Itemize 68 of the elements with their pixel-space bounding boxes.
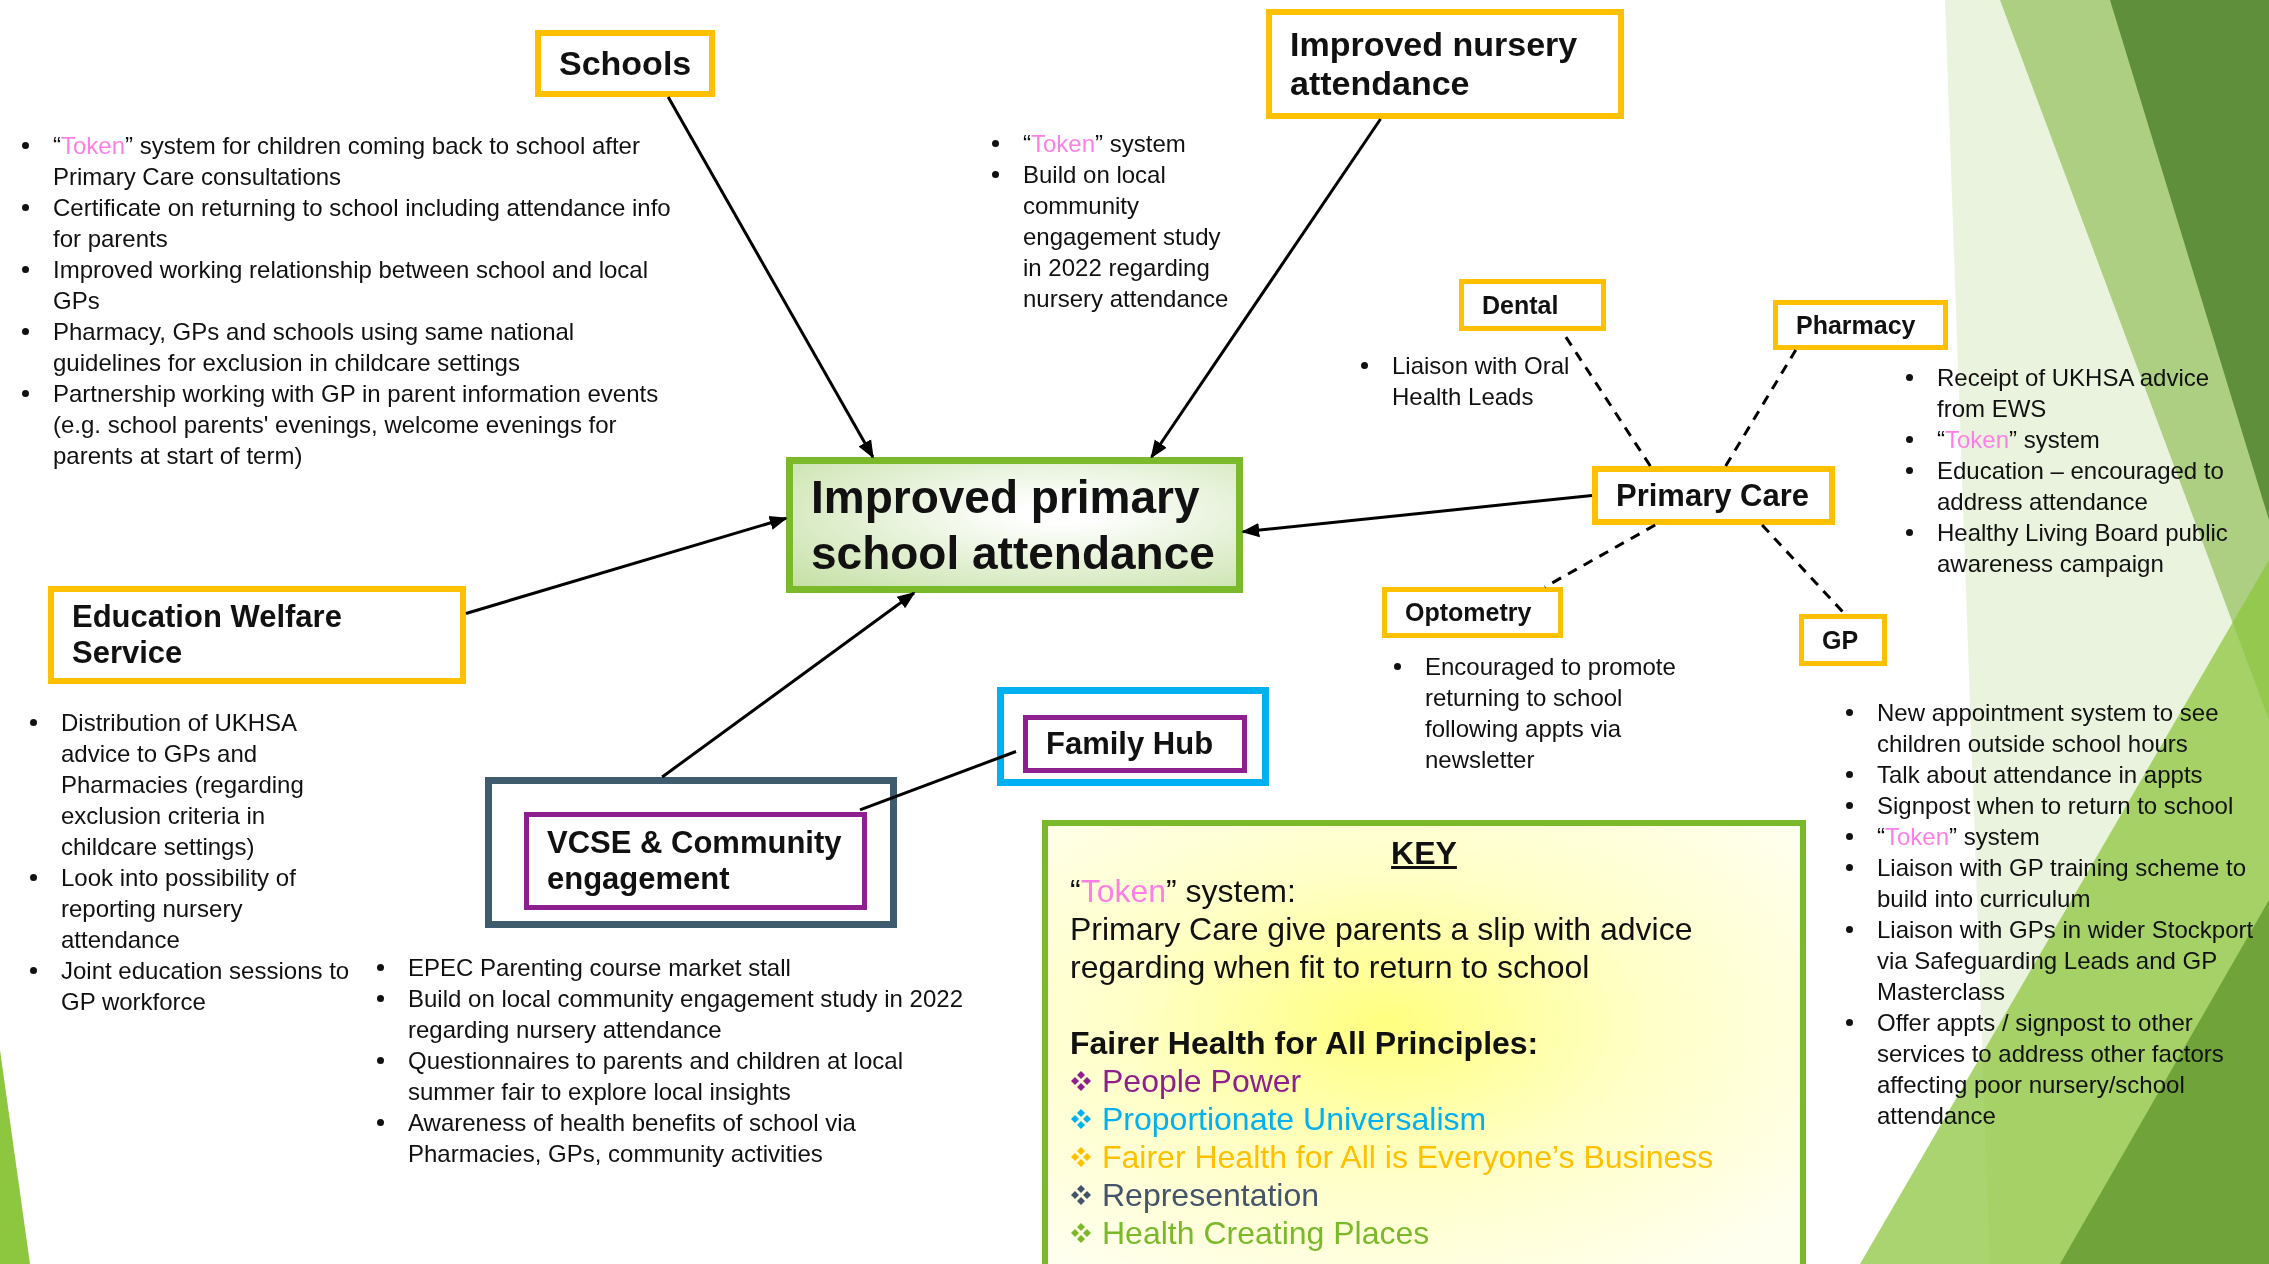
bullet-text: Certificate on returning to school including attendance info for parents <box>53 193 672 254</box>
process-box <box>1459 279 1606 331</box>
arrow <box>661 591 916 779</box>
key-text: Primary Care give parents a slip with advice regarding when fit to return to school <box>1070 910 1694 986</box>
node-label: Family Hub <box>1046 726 1214 762</box>
bullet-text: Receipt of UKHSA advice from EWS <box>1937 363 2211 424</box>
connector-line <box>1724 349 1798 467</box>
node-label: Improved primary school attendance <box>811 470 1216 581</box>
node-label: GP <box>1822 625 1859 655</box>
process-box <box>1773 300 1948 350</box>
group-box <box>485 777 897 928</box>
node-label: Improved nursery attendance <box>1290 25 1579 103</box>
legend-text: Health Creating Places <box>1102 1214 1430 1252</box>
bullet-text: Joint education sessions to GP workforce <box>61 956 351 1017</box>
node-label: Education Welfare Service <box>72 599 343 671</box>
process-box <box>1382 587 1563 638</box>
bullet-text: Pharmacy, GPs and schools using same national guidelines for exclusion in childcare settings <box>53 317 576 378</box>
bullet-text: Liaison with GPs in wider Stockport via Safeguarding Leads and GP Masterclass <box>1877 915 2255 1007</box>
arrow <box>666 96 875 459</box>
arrow <box>1241 494 1593 538</box>
node-label: Dental <box>1482 290 1559 320</box>
bullet-text: Partnership working with GP in parent information events (e.g. school parents' evenings, welcome evenings for parents at start of term) <box>53 379 660 471</box>
node-label: VCSE & Community engagement <box>547 825 843 897</box>
bullet-text: “Token” system <box>1877 822 2040 852</box>
key-text: Fairer Health for All Principles: <box>1070 1024 1539 1062</box>
process-box <box>524 812 867 910</box>
bullet-text: “Token” system <box>1937 425 2100 455</box>
process-box <box>535 30 715 97</box>
process-box <box>1266 9 1624 119</box>
bullet-text: Questionnaires to parents and children at local summer fair to explore local insights <box>408 1046 904 1107</box>
node-label: Schools <box>559 44 692 83</box>
arrow <box>1150 118 1382 459</box>
legend-text: Representation <box>1102 1176 1320 1214</box>
outcome-box <box>786 457 1243 593</box>
bullet-text: Encouraged to promote returning to school following appts via newsletter <box>1425 652 1676 775</box>
node-label: Pharmacy <box>1796 310 1916 340</box>
bullet-text: Improved working relationship between school and local GPs <box>53 255 649 316</box>
process-box <box>48 586 466 684</box>
legend-text: Proportionate Universalism <box>1102 1100 1487 1138</box>
node-label: Primary Care <box>1616 477 1809 514</box>
bullet-text: “Token” system for children coming back to school after Primary Care consultations <box>53 131 641 192</box>
bullet-text: Healthy Living Board public awareness campaign <box>1937 518 2229 579</box>
key-heading: KEY <box>1391 834 1457 872</box>
bullet-text: Liaison with GP training scheme to build into curriculum <box>1877 853 2248 914</box>
process-box <box>1799 614 1887 666</box>
bullet-text: Signpost when to return to school <box>1877 791 2234 821</box>
arrow <box>465 515 788 615</box>
legend-text: Fairer Health for All is Everyone’s Business <box>1102 1138 1714 1176</box>
bullet-text: Build on local community engagement study in 2022 regarding nursery attendance <box>408 984 964 1045</box>
bullet-text: Liaison with Oral Health Leads <box>1392 351 1571 412</box>
bullet-text: Distribution of UKHSA advice to GPs and Pharmacies (regarding exclusion criteria in childcare settings) <box>61 708 305 862</box>
bullet-text: Talk about attendance in appts <box>1877 760 2203 790</box>
bullet-text: “Token” system <box>1023 129 1186 159</box>
node-label: Optometry <box>1405 598 1532 627</box>
bullet-text: Look into possibility of reporting nursery attendance <box>61 863 297 955</box>
bullet-text: EPEC Parenting course market stall <box>408 953 791 983</box>
process-box <box>1023 715 1247 773</box>
bullet-text: New appointment system to see children outside school hours <box>1877 698 2220 759</box>
group-box <box>997 687 1269 786</box>
bullet-text: Awareness of health benefits of school via Pharmacies, GPs, community activities <box>408 1108 857 1169</box>
legend-text: People Power <box>1102 1062 1302 1100</box>
bullet-text: Build on local community engagement study in 2022 regarding nursery attendance <box>1023 160 1230 314</box>
connector-line <box>859 750 1017 812</box>
connector-line <box>1544 523 1656 589</box>
process-box <box>1592 466 1835 525</box>
bullet-text: Education – encouraged to address attendance <box>1937 456 2225 517</box>
key-box <box>1042 820 1806 1264</box>
key-text: “Token” system: <box>1070 872 1296 910</box>
